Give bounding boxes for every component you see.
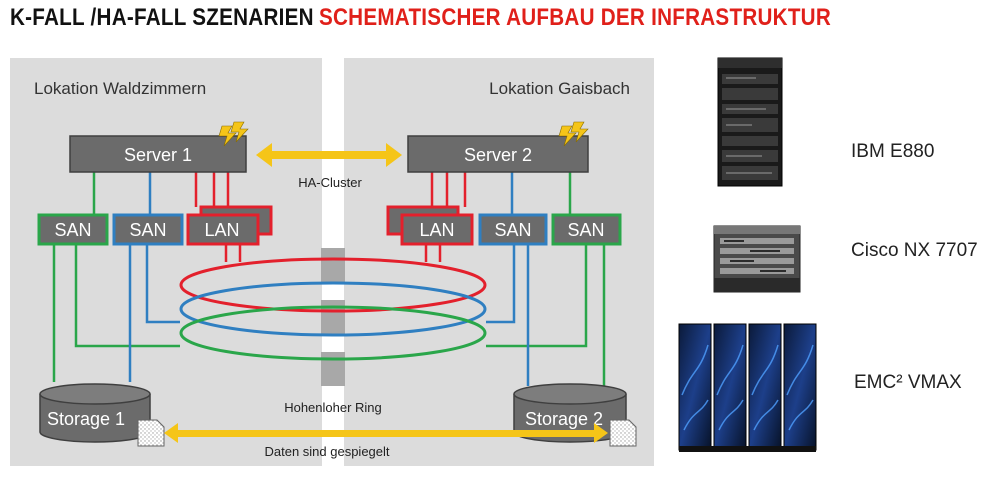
san-box-right-green: SAN	[551, 213, 622, 246]
mirror-label: Daten sind gespiegelt	[264, 444, 389, 459]
san-label: SAN	[54, 220, 91, 240]
title-part-2: SCHEMATISCHER AUFBAU DER INFRASTRUKTUR	[318, 4, 832, 31]
ring-label: Hohenloher Ring	[284, 400, 382, 415]
storage-1-label: Storage 1	[47, 409, 125, 429]
lan-label: LAN	[419, 220, 454, 240]
left-location-label: Lokation Waldzimmern	[34, 79, 206, 98]
ring-blue	[179, 281, 487, 337]
server-rack-icon	[717, 57, 783, 187]
left-connections	[52, 172, 242, 382]
san-box-left-green: SAN	[37, 213, 109, 246]
san-label: SAN	[129, 220, 166, 240]
ring-green	[179, 305, 487, 361]
ha-cluster-label: HA-Cluster	[298, 175, 362, 190]
location-divider	[321, 248, 345, 386]
hardware-label-cisco: Cisco NX 7707	[851, 240, 978, 261]
san-box-left-blue: SAN	[112, 213, 184, 246]
right-connections	[424, 172, 606, 400]
hardware-label-ibm: IBM E880	[851, 141, 935, 162]
lightning-icon	[558, 121, 589, 147]
right-location-label: Lokation Gaisbach	[489, 79, 630, 98]
ha-cluster-arrow	[256, 143, 402, 167]
server-1-label: Server 1	[124, 145, 192, 165]
lightning-icon	[218, 121, 249, 147]
lan-box-right: LAN	[386, 205, 474, 246]
storage-2-label: Storage 2	[525, 409, 603, 429]
san-label: SAN	[494, 220, 531, 240]
server-2-label: Server 2	[464, 145, 532, 165]
san-label: SAN	[567, 220, 604, 240]
storage-array-icon	[678, 323, 817, 452]
title-part-1: K-FALL /HA-FALL SZENARIEN	[10, 4, 314, 31]
server-1: Server 1	[69, 135, 247, 173]
san-box-right-blue: SAN	[478, 213, 548, 246]
lan-label: LAN	[204, 220, 239, 240]
ring-red	[179, 257, 487, 313]
server-2: Server 2	[407, 135, 589, 173]
storage-1: Storage 1	[39, 383, 165, 447]
mirror-arrow	[164, 423, 608, 443]
hardware-label-emc: EMC² VMAX	[854, 372, 962, 393]
lan-box-left: LAN	[186, 205, 273, 246]
network-switch-icon	[713, 225, 801, 293]
